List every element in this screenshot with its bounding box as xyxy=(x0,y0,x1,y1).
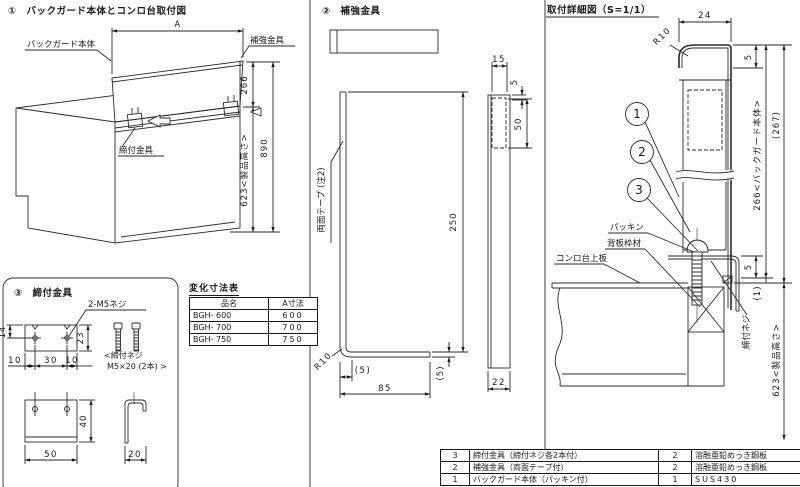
dim-table-row: BGH- 750 750 xyxy=(189,333,318,346)
model-a-dim: 600 xyxy=(268,309,318,322)
part-no: 2 xyxy=(440,461,470,474)
section3-title: ③ 締付金具 xyxy=(14,287,73,299)
dim-23: 23 xyxy=(76,332,86,345)
dim-1paren: (1) xyxy=(753,285,763,300)
model-name: BGH- 750 xyxy=(189,333,269,346)
dim-20: 20 xyxy=(128,450,142,460)
dim-22: 22 xyxy=(492,378,506,388)
dim-table-header: 品名 A寸法 xyxy=(189,297,318,310)
dim-24: 24 xyxy=(698,11,712,21)
dim-50: 50 xyxy=(44,450,58,460)
balloon-2: 2 xyxy=(638,145,646,159)
dim-266-detail: 266<バックガード本体> xyxy=(752,99,763,210)
section2-reinforce-views xyxy=(329,29,532,398)
dim-table-title: 変化寸法表 xyxy=(189,281,240,296)
dim-5paren-h: (5) xyxy=(355,366,372,376)
label-r10-s2: R10 xyxy=(313,351,335,373)
model-name: BGH- 700 xyxy=(189,321,269,334)
clamp-bracket-right xyxy=(222,95,240,117)
part-no: 3 xyxy=(440,449,470,462)
dim-85: 85 xyxy=(378,384,392,394)
dim-250: 250 xyxy=(449,212,459,231)
dim-10a: 10 xyxy=(8,356,22,366)
part-qty: 2 xyxy=(658,449,692,462)
label-packing: パッキン xyxy=(610,223,644,233)
dim-5side: 5 xyxy=(510,79,520,85)
label-clamp: 締付金具 xyxy=(119,145,154,156)
label-clamp-screw: 締付ネジ xyxy=(741,315,752,349)
parts-row: 1 バックガード本体（パッキン付） 1 SUS430 xyxy=(440,473,800,486)
screw-2 xyxy=(131,322,141,352)
part-no: 1 xyxy=(440,473,470,486)
screw-1 xyxy=(113,322,123,352)
label-backguard-body: バックガード本体 xyxy=(27,39,96,50)
dim-266: 266 xyxy=(240,75,250,94)
part-qty: 1 xyxy=(658,473,692,486)
label-2m5: 2-M5ネジ xyxy=(88,300,126,310)
dim-5-top: 5 xyxy=(744,54,754,60)
label-tape: 両面テープ (注2) xyxy=(316,167,327,232)
label-frame: 背板枠材 xyxy=(607,238,642,249)
dim-table: 品名 A寸法 BGH- 600 600 BGH- 700 700 BGH- 75… xyxy=(189,297,318,346)
dim-table-row: BGH- 600 600 xyxy=(189,309,318,322)
label-reinforce: 補強金具 xyxy=(250,35,285,46)
dim-15: 15 xyxy=(492,55,506,65)
dim-table-row: BGH- 700 700 xyxy=(189,321,318,334)
dim-623: 623<製品高さ> xyxy=(239,133,250,206)
balloon-3: 3 xyxy=(635,183,643,197)
part-material: 溶融亜鉛めっき鋼板 xyxy=(691,461,800,474)
part-name: 補強金具（両面テープ付） xyxy=(469,461,659,474)
label-counter-plate: コンロ台上板 xyxy=(556,253,608,264)
dim-30: 30 xyxy=(44,356,58,366)
part-qty: 2 xyxy=(658,461,692,474)
dim-5-bottom: 5 xyxy=(744,264,754,270)
dim-table-col-name: 品名 xyxy=(189,297,269,310)
model-a-dim: 750 xyxy=(268,333,318,346)
part-material: SUS430 xyxy=(691,473,800,486)
step-arrow xyxy=(249,107,262,117)
parts-table: 3 締付金具（締付ネジ各2本付） 2 溶融亜鉛めっき鋼板 2 補強金具（両面テー… xyxy=(440,449,800,486)
dim-623-detail: 623<製品高さ> xyxy=(771,323,782,396)
label-screw-note2: M5×20 (2本) > xyxy=(107,361,167,371)
dim-890: 890 xyxy=(260,138,270,157)
detail-title: 取付詳細図（S=1/1） xyxy=(547,4,651,16)
part-name: バックガード本体（パッキン付） xyxy=(469,473,659,486)
balloon-1: 1 xyxy=(633,107,641,121)
section2-title: ② 補強金具 xyxy=(322,5,381,17)
detail-section-view xyxy=(546,16,792,441)
section1-installation-view xyxy=(15,28,295,244)
dim-50tape: 50 xyxy=(514,118,524,131)
section3-clamp-views xyxy=(7,309,147,464)
dim-10b: 10 xyxy=(65,356,79,366)
dim-5paren-v: (5) xyxy=(436,365,446,380)
dim-40: 40 xyxy=(79,415,89,428)
dim-A: A xyxy=(174,20,181,30)
dim-267: (267) xyxy=(772,111,782,139)
parts-row: 2 補強金具（両面テープ付） 2 溶融亜鉛めっき鋼板 xyxy=(440,461,800,474)
section1-title: ① バックガード本体とコンロ台取付図 xyxy=(8,5,187,17)
insert-direction-arrow xyxy=(146,114,171,128)
model-a-dim: 700 xyxy=(268,321,318,334)
dim-table-col-a: A寸法 xyxy=(268,297,318,310)
clamp-bracket-left xyxy=(126,107,144,129)
label-screw-note1: <締付ネジ xyxy=(104,350,143,360)
parts-row: 3 締付金具（締付ネジ各2本付） 2 溶融亜鉛めっき鋼板 xyxy=(440,449,800,462)
frame-lines xyxy=(2,0,546,487)
part-name: 締付金具（締付ネジ各2本付） xyxy=(469,449,659,462)
dim-14: 14 xyxy=(0,326,8,339)
model-name: BGH- 600 xyxy=(189,309,269,322)
part-material: 溶融亜鉛めっき鋼板 xyxy=(691,449,800,462)
label-r10-detail: R10 xyxy=(652,26,674,48)
